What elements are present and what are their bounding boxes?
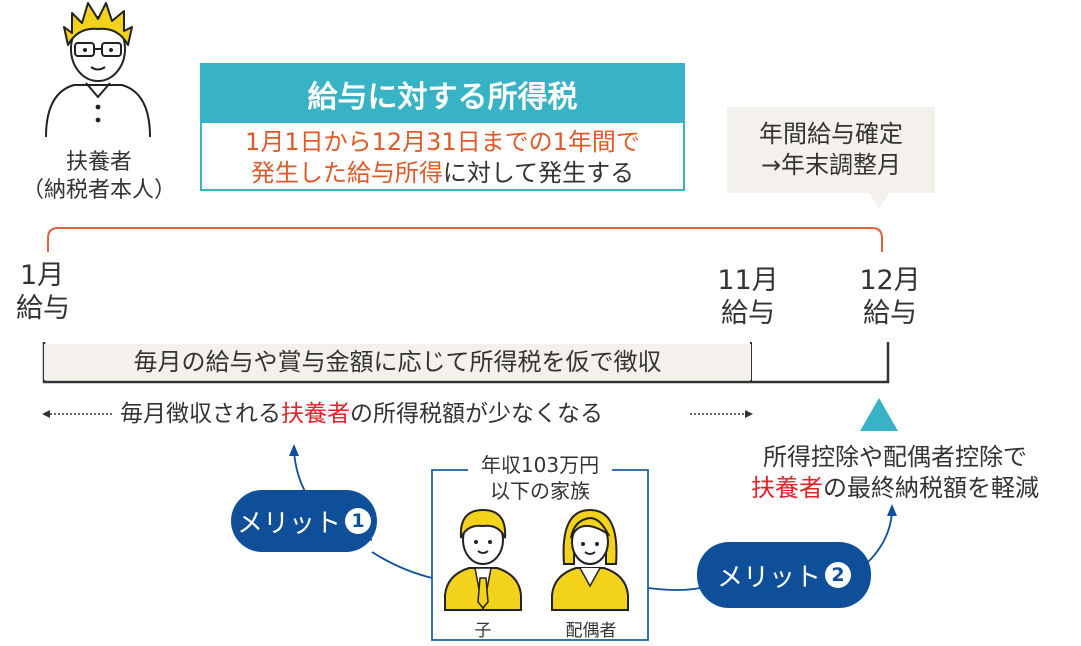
merit2-to-family	[647, 587, 701, 591]
withholding-bar: 毎月の給与や賞与金額に応じて所得税を仮で徴収	[44, 344, 751, 380]
year-end-line1: 所得控除や配偶者控除で	[763, 443, 1027, 471]
reduction-pre: 毎月徴収される	[120, 401, 281, 427]
income-tax-heading: 給与に対する所得税	[202, 65, 683, 123]
month-nov-num: 11月	[717, 265, 779, 296]
month-dec-num: 12月	[859, 265, 921, 296]
month-jan-label: 給与	[16, 293, 70, 324]
year-end-line2: 扶養者の最終納税額を軽減	[730, 473, 1060, 504]
family-box-frame	[431, 469, 649, 641]
taxpayer-sublabel: （納税者本人）	[21, 178, 176, 203]
spouse-icon	[551, 508, 629, 611]
description-line2: 発生した給与所得に対して発生する	[202, 158, 683, 189]
year-end-callout: 年間給与確定 →年末調整月	[727, 107, 935, 193]
family-title-line1: 年収103万円	[480, 453, 600, 477]
merit1-label: メリット	[236, 508, 341, 539]
merit2-label: メリット	[716, 562, 821, 593]
merit1-to-family	[371, 551, 433, 579]
month-nov-label: 給与	[721, 298, 775, 329]
income-tax-box: 給与に対する所得税 1月1日から12月31日までの1年間で 発生した給与所得に対…	[200, 63, 685, 191]
dotted-right-head	[745, 410, 753, 418]
month-jan-num: 1月	[20, 260, 65, 291]
income-tax-description: 1月1日から12月31日までの1年間で 発生した給与所得に対して発生する	[202, 127, 683, 189]
month-dec: 12月 給与	[850, 264, 930, 330]
merit2-arrowhead	[887, 504, 897, 516]
callout-pointer	[868, 192, 890, 209]
family-title: 年収103万円 以下の家族	[460, 452, 620, 504]
description-rest: に対して発生する	[442, 159, 635, 187]
merit1-arrowhead	[289, 444, 299, 456]
taxpayer-label: 扶養者	[65, 150, 132, 175]
reduction-post: の所得税額が少なくなる	[350, 401, 603, 427]
month-jan: 1月 給与	[6, 259, 86, 325]
spouse-label: 配偶者	[565, 621, 617, 641]
reduction-highlight: 扶養者	[281, 401, 350, 427]
year-bracket	[47, 227, 883, 252]
month-dec-label: 給与	[863, 298, 917, 329]
merit2-connector	[867, 511, 893, 563]
family-title-line2: 以下の家族	[490, 479, 590, 503]
child-icon	[444, 508, 522, 611]
description-line1: 1月1日から12月31日までの1年間で	[245, 128, 640, 156]
year-end-rest: の最終納税額を軽減	[823, 474, 1039, 502]
child-label: 子	[474, 621, 492, 641]
taxpayer-icon	[45, 2, 151, 138]
year-end-benefit: 所得控除や配偶者控除で 扶養者の最終納税額を軽減	[730, 442, 1060, 504]
callout-line1: 年間給与確定	[759, 120, 903, 148]
description-highlight: 発生した給与所得	[250, 159, 443, 187]
callout-line2: →年末調整月	[760, 151, 902, 179]
merit2-number: 2	[825, 562, 851, 588]
dotted-left-head	[42, 410, 50, 418]
year-end-triangle	[860, 398, 898, 431]
year-end-highlight: 扶養者	[751, 474, 823, 502]
monthly-reduction-text: 毎月徴収される扶養者の所得税額が少なくなる	[120, 398, 603, 430]
merit1-number: 1	[345, 508, 371, 534]
month-nov: 11月 給与	[708, 264, 788, 330]
